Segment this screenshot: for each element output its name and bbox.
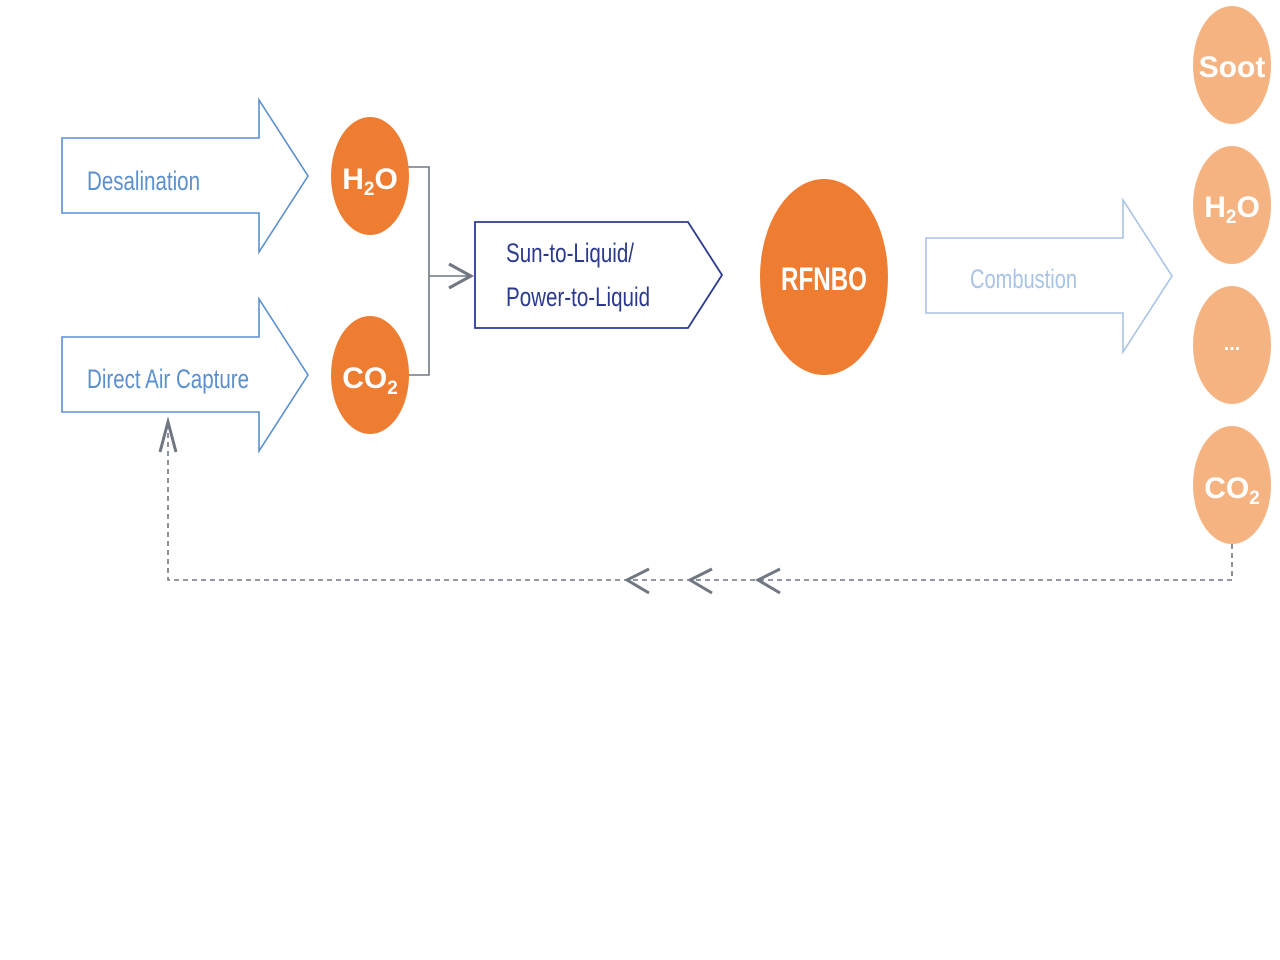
emission-soot: Soot [1193,6,1271,124]
desalination-arrow: Desalination [61,97,309,255]
recycle-arrowhead-up-icon [158,416,178,453]
svg-text:CO2: CO2 [1204,472,1260,509]
recycle-chevron-icon [623,567,650,595]
recycle-chevron-icon [754,567,781,595]
merge-connector [408,166,475,376]
svg-text:H2O: H2O [342,163,398,200]
recycle-chevron-icon [686,567,713,595]
svg-text:...: ... [1224,333,1241,355]
direct-air-capture-label: Direct Air Capture [87,364,249,394]
desalination-label: Desalination [87,166,200,196]
svg-text:CO2: CO2 [342,362,398,399]
node-h2o-input: H2O [331,117,409,235]
combustion-label: Combustion [970,264,1077,294]
process-line1: Sun-to-Liquid/ [506,238,634,268]
emission-h2o: H2O [1193,146,1271,264]
node-co2-input: CO2 [331,316,409,434]
node-rfnbo: RFNBO [760,179,888,375]
rfnbo-label: RFNBO [781,261,867,297]
svg-text:H2O: H2O [1204,191,1260,228]
process-line2: Power-to-Liquid [506,282,650,312]
combustion-arrow: Combustion [925,197,1173,355]
emission-co2: CO2 [1193,426,1271,544]
co2-recycle-loop [158,416,1233,595]
svg-text:Soot: Soot [1199,51,1266,84]
merge-arrowhead-icon [448,262,475,290]
process-box: Sun-to-Liquid/ Power-to-Liquid [474,221,724,329]
emission-other: ... [1193,286,1271,404]
direct-air-capture-arrow: Direct Air Capture [61,296,309,454]
